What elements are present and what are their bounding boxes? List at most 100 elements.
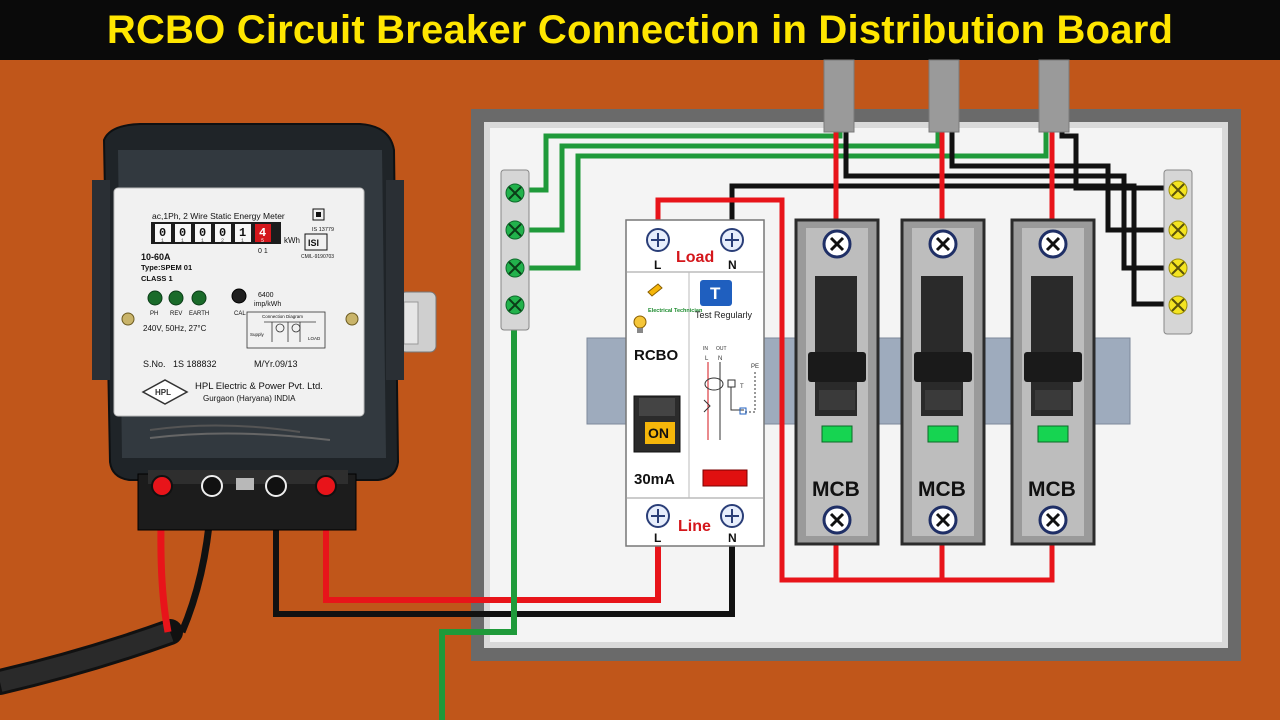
meter-cal-label: CAL (234, 311, 246, 317)
meter-digit: 0 (179, 226, 186, 240)
earth-wire-3 (516, 100, 1049, 271)
mcb-label: MCB (1028, 478, 1076, 501)
meter-digit-cell (155, 224, 171, 242)
title-bar (0, 0, 1280, 60)
meter-indicator-earth: EARTH (189, 311, 209, 317)
meter-terminal-neutral-out (265, 475, 287, 497)
meter-phase-count: 0 1 (258, 248, 268, 255)
svg-text:N: N (718, 356, 722, 362)
svg-text:OUT: OUT (716, 346, 727, 352)
page-title: RCBO Circuit Breaker Connection in Distr… (106, 8, 1174, 52)
mcb-toggle[interactable] (1024, 352, 1082, 382)
mcb-toggle[interactable] (914, 352, 972, 382)
svg-text:Connection Diagram: Connection Diagram (262, 314, 303, 319)
meter-led-cal (231, 288, 247, 304)
rcbo-device: L N Load Electrical Technician RCBO ON 3… (625, 219, 765, 547)
mcb-toggle[interactable] (808, 352, 866, 382)
rcbo-test-button-label: T (710, 284, 721, 303)
rcbo-line-terminal-l (646, 504, 670, 528)
meter-digit-cell (255, 224, 271, 242)
mcb-label: MCB (918, 478, 966, 501)
rcbo-load-terminal-l (646, 228, 670, 252)
rcbo-trip-indicator (702, 469, 748, 487)
meter-location: Gurgaon (Haryana) INDIA (203, 394, 296, 403)
bulb-plug-logo-icon (633, 283, 663, 333)
neutral-terminal-bar (1163, 169, 1193, 335)
meter-subdigit: 1 (241, 238, 244, 244)
meter-digit: 1 (239, 226, 246, 240)
meter-serial: 1S 188832 (173, 359, 217, 369)
meter-subdigit: 5 (261, 238, 264, 244)
meter-digit: 0 (219, 226, 226, 240)
hpl-logo-icon: HPL (141, 379, 189, 405)
svg-text:LOAD: LOAD (308, 336, 321, 341)
rcbo-phase-load-wire (655, 197, 1055, 583)
rcbo-line-label: Line (678, 518, 711, 535)
rcbo-on-indicator (645, 422, 675, 444)
rcbo-load-terminal-n (720, 228, 744, 252)
rcbo-test-button[interactable] (700, 280, 732, 306)
meter-led-ph (147, 290, 163, 306)
mcb-breaker: MCB (1010, 218, 1096, 546)
earth-terminal (505, 258, 525, 278)
rcbo-name: RCBO (634, 347, 678, 364)
rcbo-test-caption: Test Regularly (695, 310, 753, 320)
meter-terminal-phase-out (315, 475, 337, 497)
meter-digit: 4 (259, 226, 266, 240)
meter-unit: kWh (284, 236, 300, 245)
svg-text:T: T (740, 384, 744, 390)
meter-digit: 0 (159, 226, 166, 240)
neutral-wire-3 (843, 100, 1172, 271)
earth-terminal-bar (500, 169, 530, 331)
meter-impulse-unit: imp/kWh (254, 301, 281, 308)
earth-main-wire (439, 307, 517, 720)
neutral-terminal (1168, 295, 1188, 315)
meter-subdigit: 1 (181, 238, 184, 244)
neutral-terminal (1168, 180, 1188, 200)
outgoing-conduits (823, 59, 1070, 133)
rcbo-body (625, 219, 765, 547)
meter-digit: 0 (199, 226, 206, 240)
rcbo-terminal-n-bottom: N (728, 531, 737, 545)
meter-screw (121, 312, 135, 326)
neutral-terminal (1168, 258, 1188, 278)
meter-neutral-out-wire (273, 488, 735, 617)
rcbo-internal-schematic: IN OUT L N T PE (703, 346, 759, 440)
neutral-wire-2 (949, 100, 1172, 233)
mcb-breaker: MCB (794, 218, 880, 546)
meter-subdigit: 2 (221, 238, 224, 244)
meter-manufacturer: HPL Electric & Power Pvt. Ltd. (195, 381, 323, 392)
meter-year: M/Yr.09/13 (254, 359, 298, 369)
meter-subdigit: 1 (161, 238, 164, 244)
svg-text:Supply: Supply (250, 332, 265, 337)
mcb-bottom-terminal (1038, 505, 1068, 535)
rcbo-terminal-n-top: N (728, 258, 737, 272)
meter-terminal-phase-in (151, 475, 173, 497)
meter-class: CLASS 1 (141, 274, 173, 283)
meter-subdigit: 1 (201, 238, 204, 244)
rcbo-on-label: ON (648, 425, 669, 441)
svg-text:HPL: HPL (155, 388, 171, 397)
meter-connection-diagram: Connection Diagram Supply LOAD (246, 311, 326, 349)
rcbo-terminal-l-top: L (654, 258, 661, 272)
meter-digit-cell (175, 224, 191, 242)
conduit-3 (1038, 59, 1070, 133)
meter-digit-cell (235, 224, 251, 242)
svg-text:L: L (705, 356, 709, 362)
meter-digit-cell (195, 224, 211, 242)
mcb-status-indicator (927, 425, 959, 443)
meter-phase-out-wire (323, 488, 661, 603)
rcbo-rating: 30mA (634, 471, 675, 488)
conduit-1 (823, 59, 855, 133)
svg-text:ISI: ISI (308, 238, 319, 248)
isi-mark-icon: ISI (304, 233, 328, 251)
mcb-status-indicator (821, 425, 853, 443)
meter-rating: 10-60A (141, 252, 171, 262)
meter-title: ac,1Ph, 2 Wire Static Energy Meter (152, 211, 285, 221)
svg-text:PE: PE (751, 364, 759, 370)
rcbo-terminal-l-bottom: L (654, 531, 661, 545)
meter-screw (345, 312, 359, 326)
meter-spec: 240V, 50Hz, 27°C (143, 324, 207, 333)
